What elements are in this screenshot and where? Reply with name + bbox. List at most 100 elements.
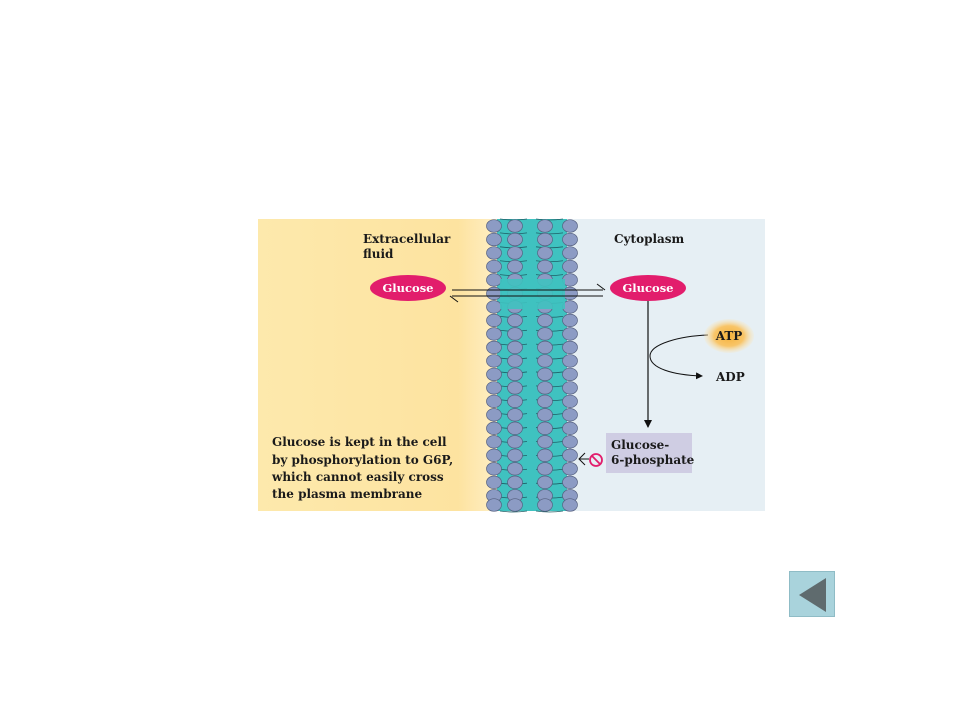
phospholipid-head bbox=[486, 448, 502, 462]
phospholipid-head bbox=[507, 340, 523, 355]
phospholipid-head bbox=[562, 475, 578, 489]
phospholipid-head bbox=[537, 340, 553, 355]
extracellular-region bbox=[258, 219, 508, 511]
phospholipid-head bbox=[537, 448, 553, 462]
lipid-tail bbox=[499, 510, 528, 513]
phospholipid-head bbox=[537, 232, 553, 247]
phospholipid-head bbox=[537, 421, 553, 435]
atp-glow bbox=[704, 319, 754, 353]
phospholipid-head bbox=[507, 462, 523, 476]
phospholipid-head bbox=[537, 462, 553, 476]
phospholipid-head bbox=[562, 394, 578, 408]
phospholipid-head bbox=[507, 421, 523, 435]
phospholipid-head bbox=[486, 259, 502, 274]
phospholipid-head bbox=[486, 408, 502, 422]
phospholipid-head bbox=[562, 354, 578, 368]
phospholipid-head bbox=[486, 498, 502, 512]
phospholipid-head bbox=[562, 408, 578, 422]
phospholipid-head bbox=[537, 219, 553, 233]
phospholipid-head bbox=[507, 448, 523, 462]
phospholipid-head bbox=[562, 246, 578, 260]
glucose-inside-label: Glucose bbox=[622, 281, 673, 295]
phospholipid-head bbox=[507, 381, 523, 395]
phospholipid-head bbox=[537, 354, 553, 368]
lipid-tail bbox=[535, 510, 564, 513]
phospholipid-head bbox=[537, 435, 553, 449]
phospholipid-head bbox=[507, 246, 523, 260]
phospholipid-head bbox=[562, 327, 578, 341]
atp-label: ATP bbox=[715, 329, 743, 343]
blocked-crossing bbox=[578, 452, 603, 467]
phospholipid-head bbox=[486, 475, 502, 489]
phospholipid-head bbox=[507, 232, 523, 247]
phospholipid-head bbox=[537, 246, 553, 260]
phospholipid-head bbox=[486, 313, 502, 328]
phospholipid-head bbox=[507, 219, 523, 233]
phospholipid-head bbox=[486, 381, 502, 395]
atp-adp-curve bbox=[649, 334, 709, 380]
g6p-box bbox=[606, 433, 692, 473]
cytoplasm-label: Cytoplasm bbox=[614, 232, 685, 246]
phospholipid-head bbox=[507, 327, 523, 341]
phospholipid-head bbox=[537, 408, 553, 422]
phospholipid-head bbox=[486, 286, 502, 301]
phospholipid-head bbox=[537, 498, 553, 512]
phospholipid-head bbox=[562, 313, 578, 328]
phospholipid-head bbox=[486, 340, 502, 355]
phospholipid-head bbox=[486, 367, 502, 382]
phospholipid-head bbox=[486, 327, 502, 341]
phospholipid-head bbox=[507, 435, 523, 449]
phospholipid-head bbox=[562, 367, 578, 382]
phospholipid-head bbox=[537, 327, 553, 341]
phospholipid-head bbox=[486, 354, 502, 368]
phospholipid-head bbox=[537, 475, 553, 489]
back-button[interactable] bbox=[789, 571, 835, 617]
glucose-inside-oval bbox=[610, 275, 686, 301]
caption: Glucose is kept in the cell by phosphory… bbox=[271, 435, 457, 501]
phospholipid-head bbox=[486, 246, 502, 260]
phospholipid-head bbox=[486, 462, 502, 476]
phospholipid-head bbox=[486, 273, 502, 287]
phospholipid-head bbox=[562, 498, 578, 512]
phospholipid-head bbox=[562, 381, 578, 395]
lipid-bilayer bbox=[486, 218, 578, 513]
phospholipid-head bbox=[562, 219, 578, 233]
g6p-label: Glucose- 6-phosphate bbox=[611, 438, 695, 467]
lipid-tail bbox=[535, 232, 564, 235]
extracellular-fluid-label: Extracellular fluid bbox=[363, 232, 455, 261]
phospholipid-head bbox=[507, 475, 523, 489]
phospholipid-head bbox=[562, 259, 578, 274]
phospholipid-head bbox=[537, 313, 553, 328]
transport-arrows bbox=[449, 283, 606, 303]
triangle-left-icon bbox=[799, 578, 826, 612]
phospholipid-head bbox=[507, 313, 523, 328]
phospholipid-head bbox=[562, 462, 578, 476]
phospholipid-head bbox=[507, 498, 523, 512]
phospholipid-head bbox=[507, 394, 523, 408]
phospholipid-head bbox=[486, 421, 502, 435]
phospholipid-head bbox=[486, 300, 502, 314]
phospholipid-head bbox=[562, 435, 578, 449]
phospholipid-head bbox=[537, 259, 553, 274]
adp-label: ADP bbox=[715, 370, 745, 384]
phospholipid-head bbox=[486, 219, 502, 233]
phospholipid-head bbox=[537, 381, 553, 395]
phospholipid-head bbox=[507, 367, 523, 382]
phospholipid-head bbox=[507, 408, 523, 422]
glucose-transporter bbox=[500, 279, 565, 309]
phospholipid-head bbox=[486, 435, 502, 449]
glucose-outside-label: Glucose bbox=[382, 281, 433, 295]
phospholipid-head bbox=[486, 394, 502, 408]
lipid-tail bbox=[535, 218, 564, 221]
phospholipid-head bbox=[507, 259, 523, 274]
phospholipid-head bbox=[562, 421, 578, 435]
phospholipid-head bbox=[537, 394, 553, 408]
phospholipid-head bbox=[486, 232, 502, 247]
phospholipid-head bbox=[537, 367, 553, 382]
glucose-outside-oval bbox=[370, 275, 446, 301]
prohibited-icon bbox=[589, 453, 603, 467]
phospholipid-head bbox=[562, 340, 578, 355]
phospholipid-head bbox=[562, 232, 578, 247]
